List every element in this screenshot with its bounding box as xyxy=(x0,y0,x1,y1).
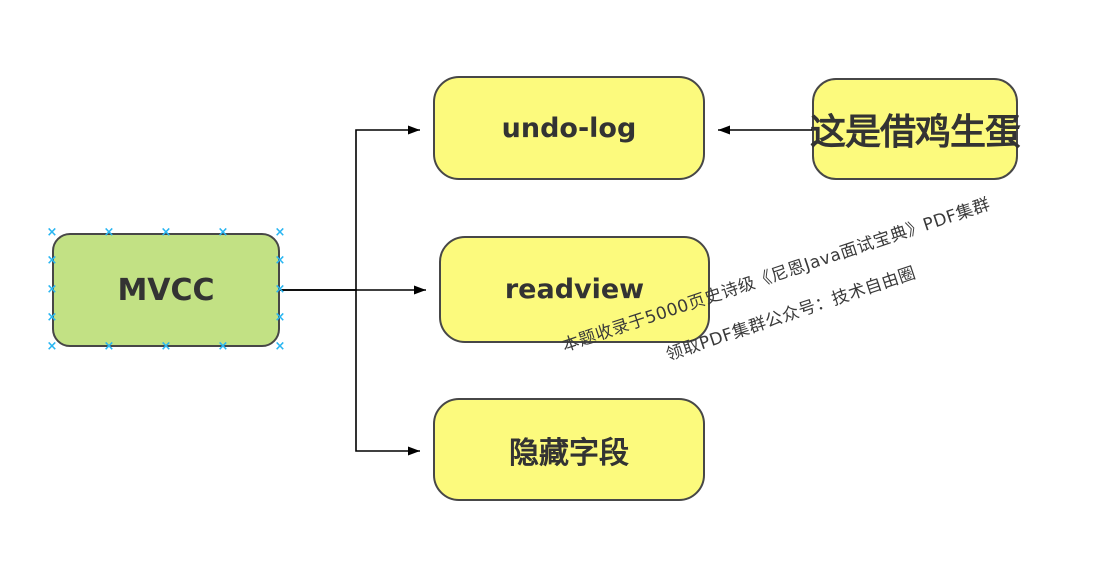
node-note[interactable]: 这是借鸡生蛋 xyxy=(810,78,1021,180)
selection-handle[interactable]: × xyxy=(274,253,286,268)
node-readview-label: readview xyxy=(504,274,645,305)
selection-handle[interactable]: × xyxy=(46,282,58,297)
selection-handle[interactable]: × xyxy=(274,339,286,354)
selection-handle[interactable]: × xyxy=(46,310,58,325)
selection-handle[interactable]: × xyxy=(46,339,58,354)
selection-handle[interactable]: × xyxy=(103,339,115,354)
selection-handle[interactable]: × xyxy=(160,339,172,354)
node-note-label: 这是借鸡生蛋 xyxy=(810,112,1021,153)
node-hidden-fields[interactable]: 隐藏字段 xyxy=(433,398,705,501)
selection-handle[interactable]: × xyxy=(274,225,286,240)
node-mvcc[interactable]: MVCC xyxy=(52,233,280,347)
selection-handle[interactable]: × xyxy=(103,225,115,240)
selection-handle[interactable]: × xyxy=(217,339,229,354)
node-readview[interactable]: readview xyxy=(439,236,710,343)
selection-handle[interactable]: × xyxy=(46,253,58,268)
node-hidden-fields-label: 隐藏字段 xyxy=(509,435,629,471)
node-undo-log-label: undo-log xyxy=(501,112,637,144)
selection-handle[interactable]: × xyxy=(46,225,58,240)
connector-mvcc-to-undo-log[interactable] xyxy=(280,125,420,291)
selection-handle[interactable]: × xyxy=(274,310,286,325)
selection-handle[interactable]: × xyxy=(217,225,229,240)
selection-handle[interactable]: × xyxy=(274,282,286,297)
node-mvcc-label: MVCC xyxy=(117,272,215,308)
node-undo-log[interactable]: undo-log xyxy=(433,76,705,180)
selection-handle[interactable]: × xyxy=(160,225,172,240)
connector-mvcc-to-hidden-fields[interactable] xyxy=(280,289,420,456)
